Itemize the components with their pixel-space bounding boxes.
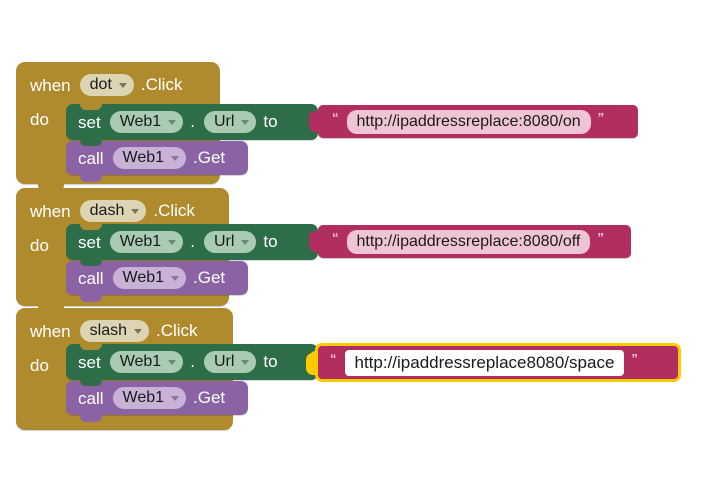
block-bottom-notch	[80, 414, 102, 422]
set-component-label: Web1	[119, 233, 162, 250]
set-property-label: Url	[213, 353, 235, 370]
block-bottom-notch	[80, 139, 102, 146]
value-plug	[306, 353, 318, 375]
text-value-field[interactable]: http://ipaddressreplace8080/space	[344, 349, 625, 376]
do-keyword: do	[30, 355, 49, 375]
component-dropdown-label: slash	[89, 322, 127, 339]
call-component-label: Web1	[122, 269, 165, 286]
call-keyword: call	[78, 148, 104, 168]
chevron-down-icon	[241, 119, 250, 125]
text-value-field[interactable]: http://ipaddressreplace:8080/on	[346, 109, 591, 134]
text-block-url-1[interactable]: “ http://ipaddressreplace:8080/on ”	[309, 105, 638, 138]
chevron-down-icon	[134, 328, 142, 334]
call-method-label: .Get	[193, 268, 226, 287]
set-property-dropdown[interactable]: Url	[203, 351, 257, 373]
set-property-dropdown[interactable]: Url	[203, 231, 257, 253]
call-method-label: .Get	[193, 388, 226, 407]
do-label-row: do	[30, 106, 49, 132]
call-component-dropdown[interactable]: Web1	[112, 387, 187, 409]
text-value-field[interactable]: http://ipaddressreplace:8080/off	[346, 229, 591, 254]
call-method-label: .Get	[193, 148, 226, 167]
set-property-label: Url	[213, 113, 235, 130]
call-component-dropdown[interactable]: Web1	[112, 147, 187, 169]
close-quote-glyph: ”	[597, 110, 605, 125]
value-plug	[309, 111, 319, 131]
when-header-row: when dot .Click	[30, 72, 182, 98]
do-label-row: do	[30, 232, 49, 258]
block-top-notch	[80, 344, 102, 350]
set-component-dropdown[interactable]: Web1	[109, 351, 184, 373]
set-keyword: set	[78, 352, 101, 372]
when-keyword: when	[30, 75, 71, 95]
dot-separator: .	[190, 112, 195, 131]
to-keyword: to	[263, 232, 278, 251]
set-property-dropdown[interactable]: Url	[203, 111, 257, 133]
set-keyword: set	[78, 112, 101, 132]
chevron-down-icon	[171, 275, 180, 281]
call-component-label: Web1	[122, 389, 165, 406]
chevron-down-icon	[171, 395, 180, 401]
chevron-down-icon	[168, 119, 177, 125]
text-block-url-2[interactable]: “ http://ipaddressreplace:8080/off ”	[309, 225, 631, 258]
set-keyword: set	[78, 232, 101, 252]
set-component-label: Web1	[119, 353, 162, 370]
dot-separator: .	[190, 232, 195, 251]
component-dropdown-label: dot	[89, 76, 112, 93]
when-keyword: when	[30, 201, 71, 221]
chevron-down-icon	[241, 239, 250, 245]
component-dropdown-slash[interactable]: slash	[79, 320, 149, 342]
set-property-label: Url	[213, 233, 235, 250]
dot-separator: .	[190, 352, 195, 371]
component-dropdown-label: dash	[89, 202, 125, 219]
when-keyword: when	[30, 321, 71, 341]
call-keyword: call	[78, 268, 104, 288]
open-quote-glyph: “	[330, 351, 337, 366]
call-block-web1-get-1[interactable]: call Web1 .Get	[66, 141, 248, 182]
call-component-dropdown[interactable]: Web1	[112, 267, 187, 289]
block-bottom-notch	[80, 174, 102, 182]
set-block-web1-url-2[interactable]: set Web1 . Url to	[66, 224, 319, 266]
block-bottom-notch	[80, 259, 102, 266]
open-quote-glyph: “	[332, 230, 339, 245]
chevron-down-icon	[131, 208, 140, 214]
call-block-web1-get-2[interactable]: call Web1 .Get	[66, 261, 248, 302]
chevron-down-icon	[168, 359, 177, 365]
block-bottom-notch	[80, 294, 102, 302]
chevron-down-icon	[241, 359, 250, 365]
block-top-notch	[80, 224, 102, 230]
set-component-label: Web1	[119, 113, 162, 130]
chevron-down-icon	[118, 82, 127, 88]
when-header-row: when slash .Click	[30, 318, 198, 344]
close-quote-glyph: ”	[631, 351, 638, 366]
close-quote-glyph: ”	[597, 230, 604, 245]
event-name-label: .Click	[140, 75, 183, 94]
set-block-web1-url-3[interactable]: set Web1 . Url to	[66, 344, 319, 386]
call-component-label: Web1	[122, 149, 165, 166]
text-block-url-3-selected[interactable]: “ http://ipaddressreplace8080/space ”	[306, 343, 681, 382]
do-keyword: do	[30, 109, 49, 129]
event-name-label: .Click	[156, 321, 198, 340]
call-keyword: call	[78, 388, 104, 408]
event-name-label: .Click	[153, 201, 195, 220]
open-quote-glyph: “	[332, 110, 339, 125]
chevron-down-icon	[171, 155, 180, 161]
component-dropdown-dot[interactable]: dot	[79, 74, 134, 96]
set-component-dropdown[interactable]: Web1	[109, 111, 184, 133]
block-top-notch	[80, 104, 102, 110]
block-bottom-tab	[38, 183, 64, 191]
do-keyword: do	[30, 235, 49, 255]
to-keyword: to	[263, 352, 278, 371]
value-plug	[309, 231, 319, 251]
component-dropdown-dash[interactable]: dash	[79, 200, 147, 222]
block-bottom-notch	[80, 379, 102, 386]
call-block-web1-get-3[interactable]: call Web1 .Get	[66, 381, 248, 422]
set-component-dropdown[interactable]: Web1	[109, 231, 184, 253]
set-block-web1-url-1[interactable]: set Web1 . Url to	[66, 104, 319, 146]
when-header-row: when dash .Click	[30, 198, 195, 224]
to-keyword: to	[263, 112, 278, 131]
do-label-row: do	[30, 352, 49, 378]
chevron-down-icon	[168, 239, 177, 245]
